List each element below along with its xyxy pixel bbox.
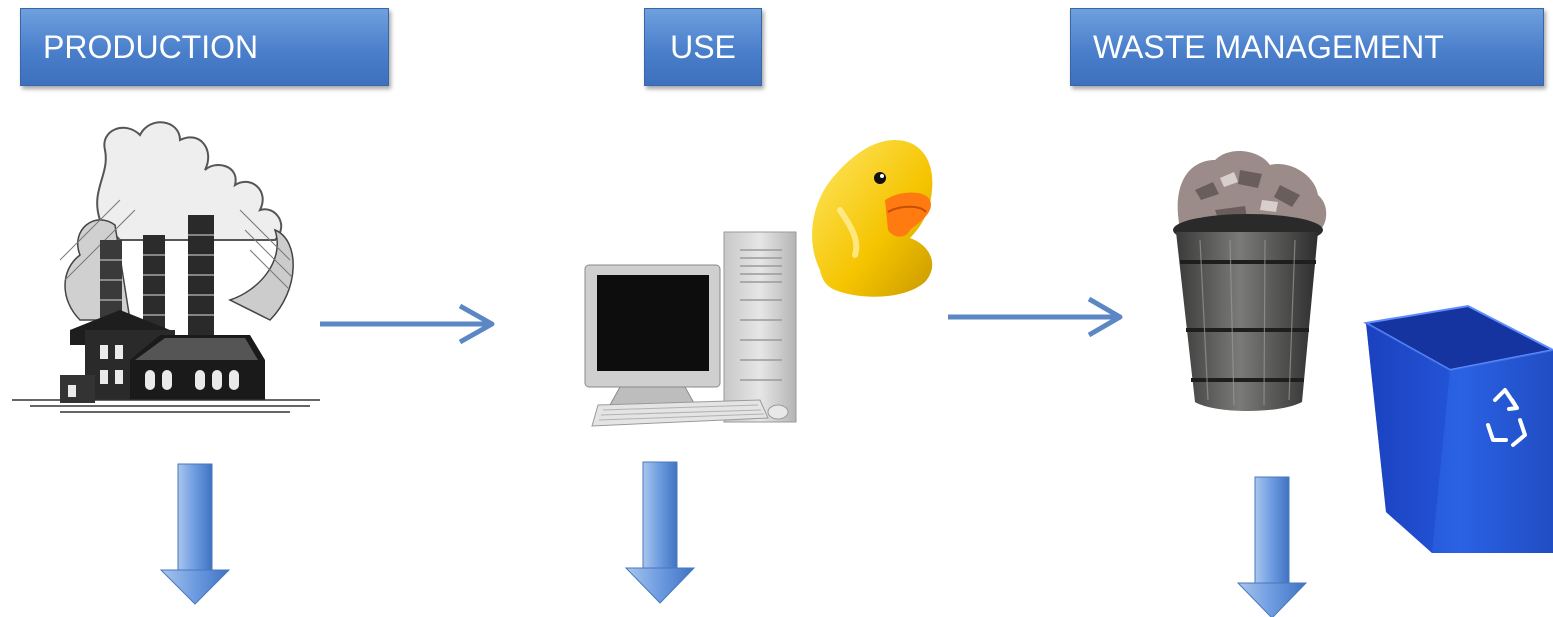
waste-management-label-text: WASTE MANAGEMENT	[1093, 29, 1444, 65]
arrow-use-to-waste	[948, 296, 1123, 338]
desktop-computer-icon	[584, 231, 797, 427]
waste-management-stage-label: WASTE MANAGEMENT	[1070, 8, 1544, 86]
production-label-text: PRODUCTION	[43, 29, 259, 65]
production-stage-label: PRODUCTION	[20, 8, 389, 86]
rubber-duck-icon	[812, 140, 933, 297]
use-stage-label: USE	[644, 8, 762, 86]
factory-icon	[12, 121, 320, 413]
trash-can-icon	[1173, 150, 1327, 411]
down-arrow-waste	[1236, 476, 1308, 617]
arrow-production-to-use	[320, 303, 495, 345]
use-label-text: USE	[670, 29, 736, 65]
down-arrow-use	[624, 461, 696, 604]
recycling-bin-icon	[1363, 304, 1553, 553]
recycle-symbol-icon	[1486, 388, 1527, 447]
down-arrow-production	[159, 463, 231, 605]
